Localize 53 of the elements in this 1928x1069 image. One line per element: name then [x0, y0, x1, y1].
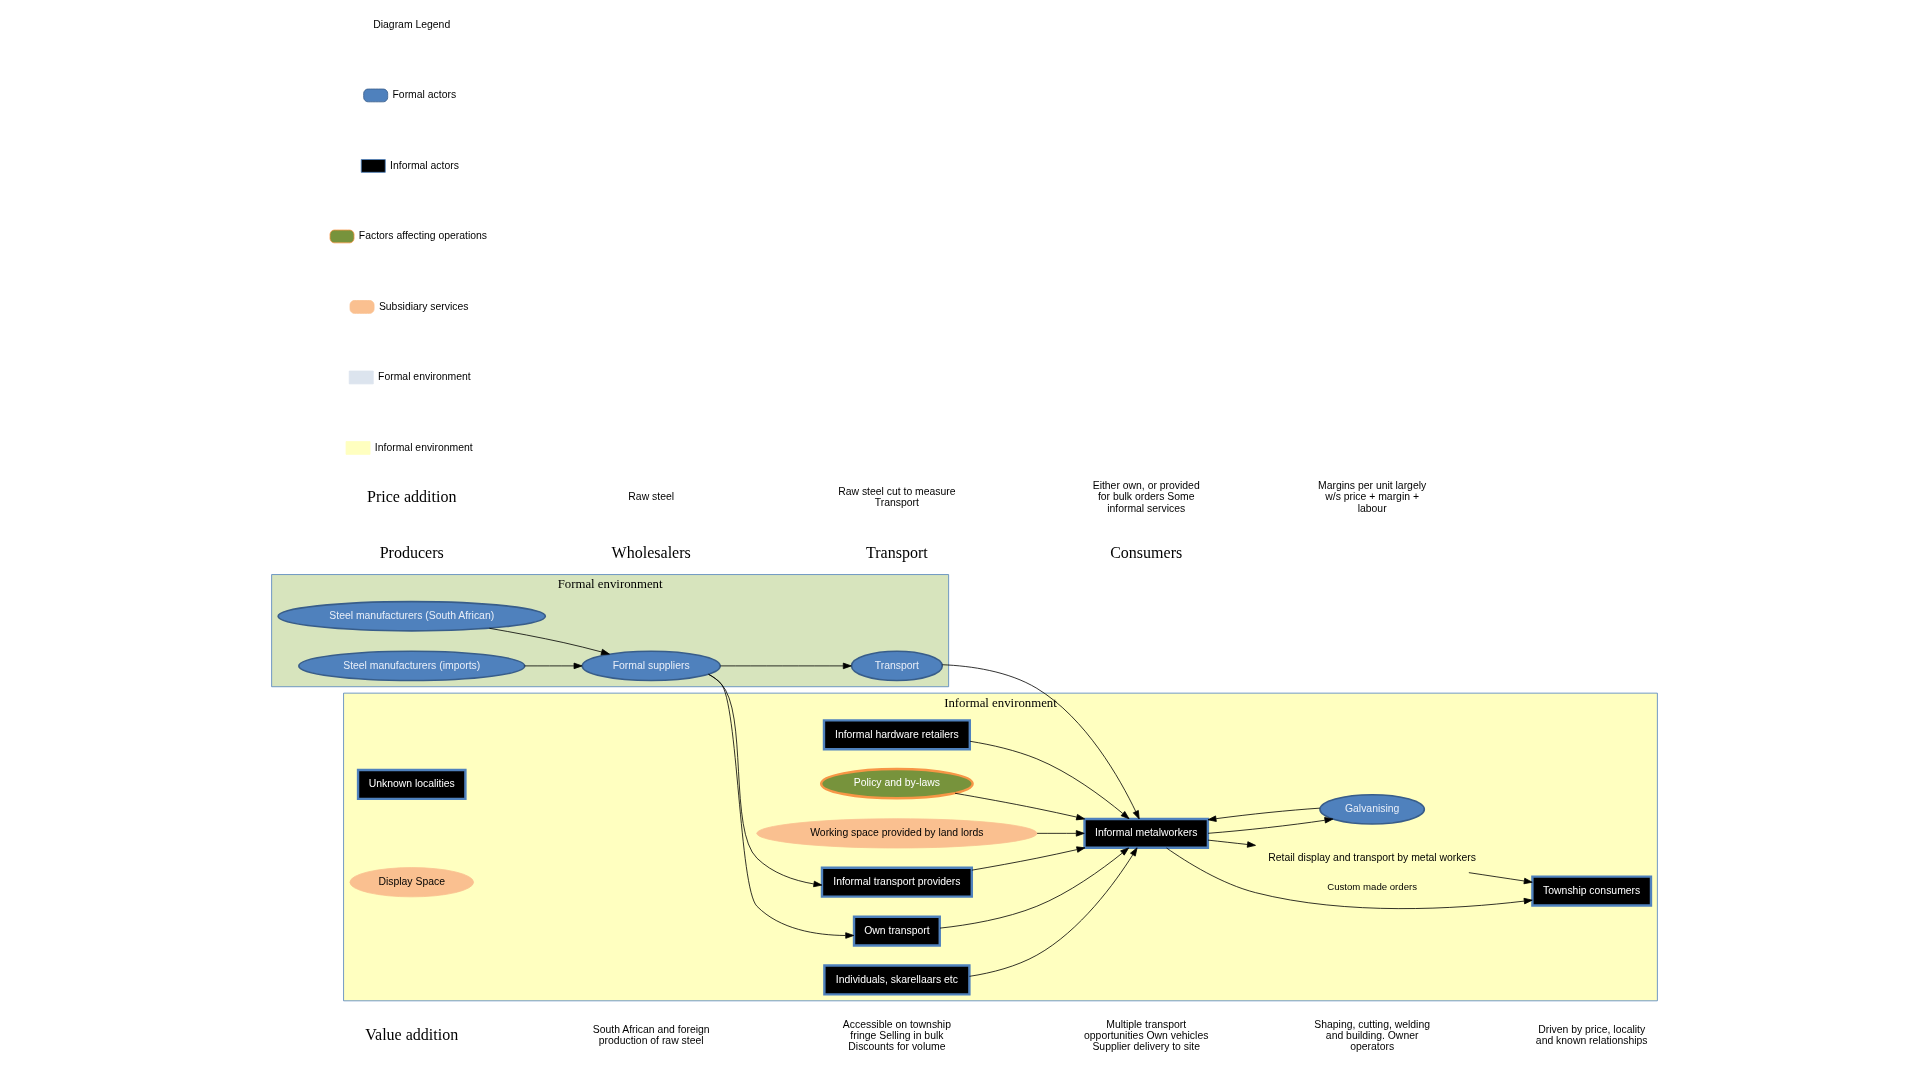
legend-label: Subsidiary services: [378, 300, 469, 312]
arrow: [1036, 830, 1085, 837]
node-ellipse: Policy and by-laws: [819, 767, 974, 800]
node-ellipse: Display Space: [349, 867, 474, 898]
label: Transport: [865, 543, 928, 561]
arrow: [1165, 847, 1533, 909]
arrow: [523, 662, 582, 670]
node-box: Unknown localities: [356, 768, 467, 801]
arrow: [488, 627, 610, 656]
node-box: Informal transport providers: [820, 866, 973, 898]
arrow: [954, 792, 1085, 821]
legend-label: Formal actors: [392, 89, 456, 101]
label: Wholesalers: [611, 543, 691, 561]
legend-label: Factors affecting operations: [358, 230, 487, 242]
label: Raw steel cut to measure Transport: [837, 485, 956, 508]
label: Value addition: [364, 1026, 458, 1044]
label: Accessible on township fringe Selling in bulk Discounts for volume: [842, 1018, 951, 1053]
node-ellipse: Working space provided by land lords: [755, 818, 1037, 849]
node-ellipse: Steel manufacturers (South African): [276, 600, 546, 632]
legend-label: Informal environment: [374, 441, 473, 453]
edge-label: Custom made orders: [1326, 880, 1417, 892]
arrow: [968, 847, 1137, 977]
label: Margins per unit largely w/s price + margin + labour: [1317, 480, 1426, 514]
arrow: [1207, 817, 1333, 834]
arrow: [1207, 839, 1256, 848]
label: Producers: [379, 543, 444, 561]
arrow: [719, 662, 852, 670]
label: South African and foreign production of raw steel: [592, 1024, 710, 1047]
label: Multiple transport opportunities Own vehicles Supplier delivery to site: [1083, 1018, 1208, 1053]
arrow: [970, 846, 1085, 871]
node-ellipse: Transport: [850, 650, 943, 682]
label: Consumers: [1109, 543, 1182, 561]
arrow: [1207, 807, 1320, 822]
node-box: Individuals, skarellaars etc: [822, 964, 971, 996]
node-ellipse: Steel manufacturers (imports): [297, 650, 525, 682]
legend-label: Formal environment: [377, 371, 471, 383]
label: Either own, or provided for bulk orders Some informal services: [1092, 480, 1200, 514]
node-box: Informal metalworkers: [1082, 817, 1209, 849]
label: Driven by price, locality and known relationships: [1535, 1024, 1648, 1047]
arrow: [707, 673, 854, 939]
node-box: Township consumers: [1530, 875, 1652, 907]
label: Diagram Legend: [372, 19, 450, 31]
legend-label: Informal actors: [389, 159, 459, 171]
label: Shaping, cutting, welding and building. Owner operators: [1313, 1018, 1430, 1053]
node-text: Retail display and transport by metal workers: [1267, 851, 1476, 863]
label: Price addition: [366, 487, 456, 505]
arrow: [1467, 872, 1533, 885]
arrow: [941, 664, 1140, 820]
node-box: Informal hardware retailers: [822, 719, 971, 751]
arrow: [939, 847, 1129, 929]
node-box: Own transport: [852, 915, 941, 947]
label: Raw steel: [627, 491, 674, 503]
arrow: [969, 740, 1129, 820]
